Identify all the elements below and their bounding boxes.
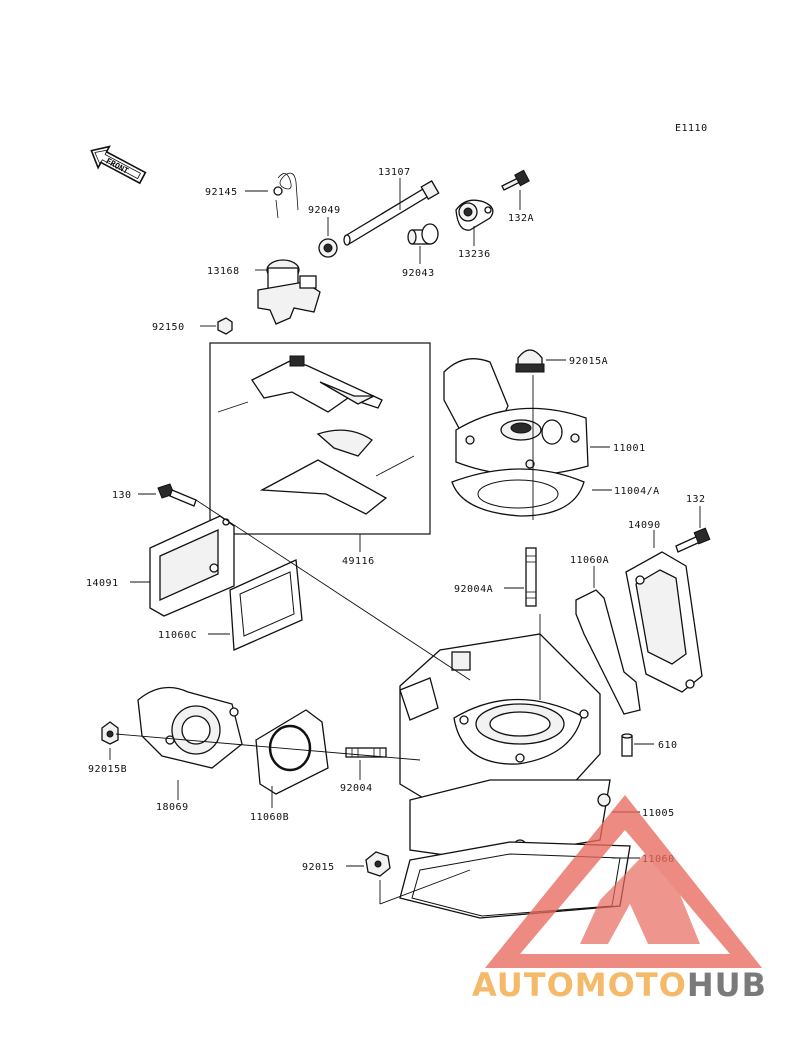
gasket-11060A [575, 589, 641, 715]
watermark-text: AUTOMOTOHUB [472, 966, 767, 1004]
label-11004A: 11004/A [614, 486, 660, 497]
label-11060C: 11060C [158, 630, 197, 641]
label-132A: 132A [508, 213, 534, 224]
part-labels: 92145 13107 92049 132A 13236 92043 13168… [86, 167, 706, 873]
head-gasket-11004A [451, 468, 585, 517]
label-11060B: 11060B [250, 812, 289, 823]
label-92150: 92150 [152, 322, 185, 333]
label-11001: 11001 [613, 443, 646, 454]
bolt-132A [501, 169, 530, 191]
cylinder-head-11001 [443, 358, 589, 476]
bolt-130 [157, 483, 197, 507]
label-18069: 18069 [156, 802, 189, 813]
valve-kit-box-49116 [209, 342, 431, 535]
cover-14090 [625, 551, 703, 693]
label-130: 130 [112, 490, 132, 501]
label-13236: 13236 [458, 249, 491, 260]
watermark-part2: HUB [687, 966, 767, 1004]
gasket-11060C [229, 559, 303, 651]
spring-92145 [273, 172, 299, 219]
shaft-13107 [343, 180, 440, 246]
watermark-part1: AUTOMOTO [472, 966, 687, 1004]
holder-13168 [257, 259, 321, 325]
gear-13236 [455, 199, 494, 231]
label-14090: 14090 [628, 520, 661, 531]
label-14091: 14091 [86, 578, 119, 589]
nut-92015B [101, 721, 119, 745]
label-92043: 92043 [402, 268, 435, 279]
cylinder-block [399, 633, 611, 861]
stud-92004A [525, 547, 537, 607]
label-13107: 13107 [378, 167, 411, 178]
label-92015B: 92015B [88, 764, 127, 775]
label-92004: 92004 [340, 783, 373, 794]
nut-92015 [365, 851, 391, 877]
cover-14091 [149, 515, 235, 617]
label-13168: 13168 [207, 266, 240, 277]
manifold-18069 [137, 686, 243, 769]
label-92145: 92145 [205, 187, 238, 198]
bushing-92043 [407, 223, 439, 245]
label-49116: 49116 [342, 556, 375, 567]
label-92015A: 92015A [569, 356, 608, 367]
cap-nut-92015A [515, 349, 545, 373]
label-132: 132 [686, 494, 706, 505]
bolt-132 [675, 527, 711, 553]
label-92049: 92049 [308, 205, 341, 216]
label-11005: 11005 [642, 808, 675, 819]
nut-92150 [217, 317, 233, 335]
figure-code: E1110 [675, 123, 708, 134]
label-92004A: 92004A [454, 584, 493, 595]
label-11060A: 11060A [570, 555, 609, 566]
gasket-11060B [255, 709, 329, 795]
bearing-92049 [318, 238, 338, 258]
dowel-610 [621, 733, 633, 757]
front-arrow-icon: FRONT [90, 145, 147, 185]
label-610: 610 [658, 740, 678, 751]
label-92015: 92015 [302, 862, 335, 873]
automotohub-logo: AUTOMOTOHUB [472, 795, 767, 1004]
stud-92004 [345, 747, 387, 758]
